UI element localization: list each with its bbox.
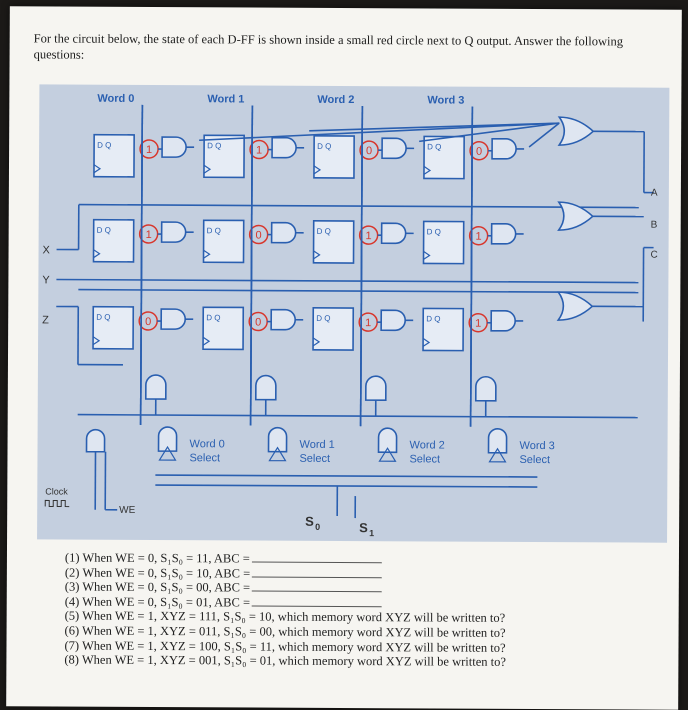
and-gate [162,222,186,242]
state-value: 1 [476,231,482,243]
output-label-b: B [651,220,658,231]
s1-sub: 1 [369,528,374,538]
question-text: (3) When WE = 0, S₁S₀ = 00, ABC = [65,580,250,595]
data-line-x [79,205,639,208]
input-label-x: X [43,244,51,256]
output-label-c: C [651,250,658,261]
write-gate [366,376,386,400]
and-gate [382,138,406,158]
state-value: 1 [475,318,481,330]
question-text: (6) When WE = 1, XYZ = 011, S₁S₀ = 00, w… [65,624,506,640]
word-select-label: Select [409,453,440,465]
and-gate [491,311,515,331]
state-value: 0 [256,230,262,242]
write-gate [476,377,496,401]
word-header-label: Word 0 [97,93,134,105]
question-text: (8) When WE = 1, XYZ = 001, S₁S₀ = 01, w… [64,653,506,669]
word-header-label: Word 2 [317,94,354,106]
wire [309,122,559,132]
worksheet-page: For the circuit below, the state of each… [6,6,682,710]
and-gate [272,138,296,158]
state-value: 1 [146,144,152,156]
question-text: (1) When WE = 0, S₁S₀ = 11, ABC = [65,551,250,566]
question-text: (2) When WE = 0, S₁S₀ = 10, ABC = [65,565,250,580]
s1-label: S [359,520,368,535]
flip-flop-pins: D Q [97,226,111,235]
clock-waveform [45,500,69,506]
state-value: 1 [146,229,152,241]
or-gate [559,202,593,230]
flip-flop-pins: D Q [427,142,441,151]
clock-label: Clock [45,486,68,496]
word-select-label: Word 0 [190,438,225,450]
word-header-label: Word 1 [207,93,244,105]
state-value: 0 [476,146,482,158]
flip-flop-pins: D Q [207,141,221,150]
and-gate [272,223,296,243]
and-gate [382,223,406,243]
question-text: (7) When WE = 1, XYZ = 100, S₁S₀ = 11, w… [64,638,505,654]
flip-flop-pins: D Q [317,227,331,236]
word-select-label: Word 1 [300,439,335,451]
flip-flop-pins: D Q [206,313,220,322]
question-text: (5) When WE = 1, XYZ = 111, S₁S₀ = 10, w… [65,609,506,625]
and-gate [492,224,516,244]
word-select-label: Select [519,454,550,466]
answer-blank[interactable] [252,566,382,578]
state-value: 1 [365,317,371,329]
s0-label: S [305,514,314,529]
word-header-label: Word 3 [427,94,464,106]
we-gate [87,430,105,452]
output-label-a: A [651,188,658,199]
word-select-label: Word 3 [520,440,555,452]
flip-flop-pins: D Q [427,227,441,236]
bus-line [78,415,638,418]
word-select-label: Select [299,453,330,465]
flip-flop-pins: D Q [426,314,440,323]
question-item: (8) When WE = 1, XYZ = 001, S₁S₀ = 01, w… [64,653,664,671]
and-gate [381,310,405,330]
and-gate [161,309,185,329]
and-gate [162,137,186,157]
word-select-label: Select [189,452,220,464]
input-label-y: Y [42,274,50,286]
answer-blank[interactable] [252,552,382,564]
or-gate [559,117,593,145]
flip-flop-pins: D Q [96,313,110,322]
flip-flop-pins: D Q [316,314,330,323]
flip-flop-pins: D Q [207,226,221,235]
write-gate [256,376,276,400]
we-label: WE [119,505,135,516]
select-bus [155,475,537,477]
or-gate [558,292,592,320]
intro-text: For the circuit below, the state of each… [34,30,674,65]
word-select-label: Word 2 [410,439,445,451]
state-value: 0 [366,145,372,157]
state-value: 0 [145,316,151,328]
input-wire-y [56,279,638,282]
s0-sub: 0 [315,522,320,532]
flip-flop-pins: D Q [97,141,111,150]
flip-flop-pins: D Q [317,142,331,151]
state-value: 1 [366,230,372,242]
input-label-z: Z [42,314,49,326]
write-gate [146,375,166,399]
select-bus [155,485,537,487]
answer-blank[interactable] [252,595,382,607]
question-text: (4) When WE = 0, S₁S₀ = 01, ABC = [65,594,250,609]
and-gate [271,310,295,330]
and-gate [492,139,516,159]
question-list: (1) When WE = 0, S₁S₀ = 11, ABC =(2) Whe… [64,551,665,671]
answer-blank[interactable] [252,581,382,593]
state-value: 1 [256,145,262,157]
data-line-z [78,290,638,293]
state-value: 0 [255,317,261,329]
